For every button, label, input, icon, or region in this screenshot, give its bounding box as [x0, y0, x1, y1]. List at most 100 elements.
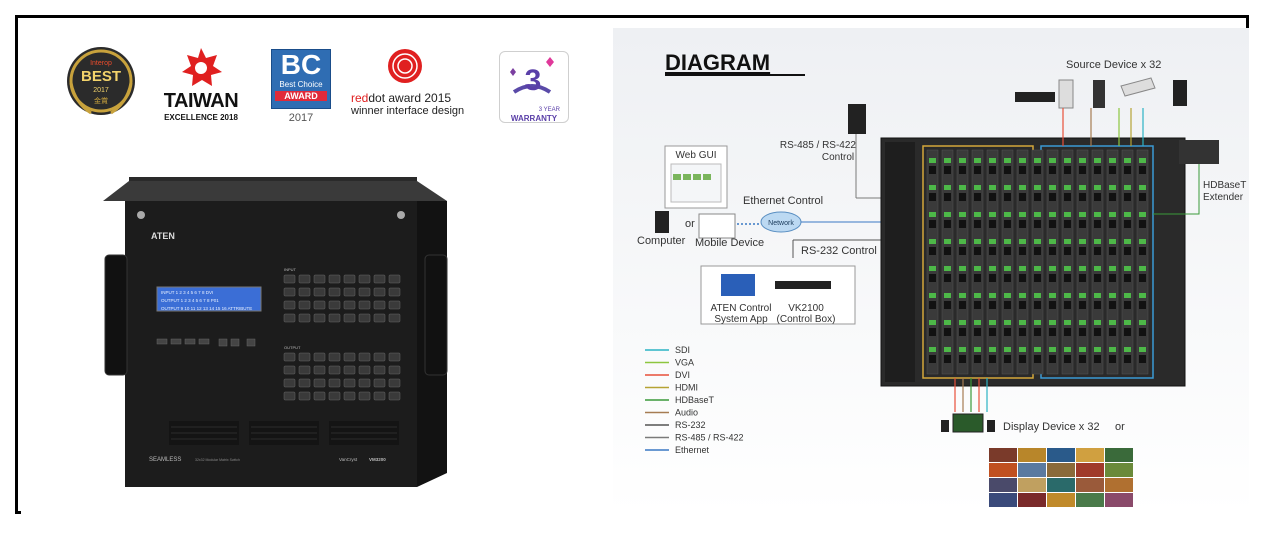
card-connector [1034, 355, 1041, 363]
card-port [1019, 266, 1026, 271]
video-wall-tile [989, 493, 1017, 507]
card-port [1004, 320, 1011, 325]
card-port [1079, 212, 1086, 217]
io-card [1091, 149, 1104, 375]
best-line4: 金賞 [94, 96, 108, 105]
keypad-key [283, 300, 296, 310]
card-connector [929, 328, 936, 336]
card-connector [1079, 301, 1086, 309]
card-port [1049, 185, 1056, 190]
card-port [1034, 239, 1041, 244]
app-label-1: ATEN Control [711, 303, 772, 314]
io-card [1106, 149, 1119, 375]
io-card [1016, 149, 1029, 375]
card-connector [1079, 328, 1086, 336]
card-port [944, 185, 951, 190]
video-wall-tile [1018, 448, 1046, 462]
video-wall-tile [1047, 463, 1075, 477]
video-wall-tile [1105, 463, 1133, 477]
card-port [989, 266, 996, 271]
legend-label: Ethernet [675, 445, 710, 455]
video-wall-tile [1018, 493, 1046, 507]
keypad-key [373, 287, 386, 297]
card-port [1019, 293, 1026, 298]
card-connector [1079, 247, 1086, 255]
vk-label-2: (Control Box) [777, 314, 836, 325]
keypad-key [298, 391, 311, 401]
keypad-key [373, 391, 386, 401]
device-vancryst: VanCryst [339, 457, 358, 462]
keypad-key [388, 274, 401, 284]
legend-label: HDMI [675, 383, 698, 393]
video-wall-tile [1076, 493, 1104, 507]
card-connector [1034, 166, 1041, 174]
keypad-key [298, 365, 311, 375]
display-icon [952, 413, 984, 433]
device-series: SEAMLESS [149, 457, 181, 463]
card-port [1049, 212, 1056, 217]
keypad-key [373, 378, 386, 388]
card-connector [1079, 193, 1086, 201]
video-wall-tile [1076, 448, 1104, 462]
legend-label: HDBaseT [675, 395, 715, 405]
keypad-key [283, 365, 296, 375]
card-connector [1034, 220, 1041, 228]
card-connector [1064, 301, 1071, 309]
card-port [1049, 239, 1056, 244]
io-card [956, 149, 969, 375]
card-port [1034, 320, 1041, 325]
video-wall [989, 448, 1133, 507]
card-connector [959, 355, 966, 363]
keypad-key [283, 391, 296, 401]
card-port [1034, 158, 1041, 163]
card-connector [1019, 247, 1026, 255]
card-port [1064, 185, 1071, 190]
product-panel: Interop BEST 2017 金賞 TAIWAN EXCELLENCE 2… [21, 21, 613, 514]
card-connector [1034, 274, 1041, 282]
video-wall-tile [1047, 478, 1075, 492]
card-port [959, 212, 966, 217]
card-connector [974, 220, 981, 228]
video-wall-tile [989, 463, 1017, 477]
rs485-device [848, 104, 866, 134]
card-port [1109, 347, 1116, 352]
card-port [1124, 185, 1131, 190]
card-connector [929, 301, 936, 309]
card-port [1064, 266, 1071, 271]
keypad-key [373, 274, 386, 284]
card-connector [929, 166, 936, 174]
warranty-label2: WARRANTY [510, 114, 558, 123]
best-line1: Interop [90, 60, 112, 67]
io-card [941, 149, 954, 375]
card-port [989, 293, 996, 298]
card-port [1079, 158, 1086, 163]
card-connector [1064, 355, 1071, 363]
card-port [959, 158, 966, 163]
card-port [1094, 185, 1101, 190]
card-connector [1049, 166, 1056, 174]
matrix-switch-device: ATEN INPUT 1 2 3 4 5 6 7 8 DVI OUTPUT 1 … [103, 177, 448, 487]
card-port [1094, 158, 1101, 163]
card-connector [1004, 220, 1011, 228]
keypad-key [373, 352, 386, 362]
keypad-key [388, 378, 401, 388]
diagram-panel: DIAGRAM Source Device x 32 RS-485 / RS-4… [613, 28, 1249, 514]
card-connector [1034, 328, 1041, 336]
keypad-key [343, 274, 356, 284]
diagram-svg: DIAGRAM Source Device x 32 RS-485 / RS-4… [637, 50, 1246, 507]
keypad-key [373, 300, 386, 310]
card-connector [929, 274, 936, 282]
keypad-key [343, 313, 356, 323]
keypad-key [358, 313, 371, 323]
card-port [1004, 212, 1011, 217]
card-connector [1124, 355, 1131, 363]
card-port [944, 212, 951, 217]
card-connector [1094, 274, 1101, 282]
card-port [1094, 266, 1101, 271]
card-port [1109, 212, 1116, 217]
computer-label: Computer [637, 235, 686, 247]
card-port [1079, 185, 1086, 190]
keypad-key [313, 378, 326, 388]
card-port [989, 347, 996, 352]
card-connector [1124, 247, 1131, 255]
